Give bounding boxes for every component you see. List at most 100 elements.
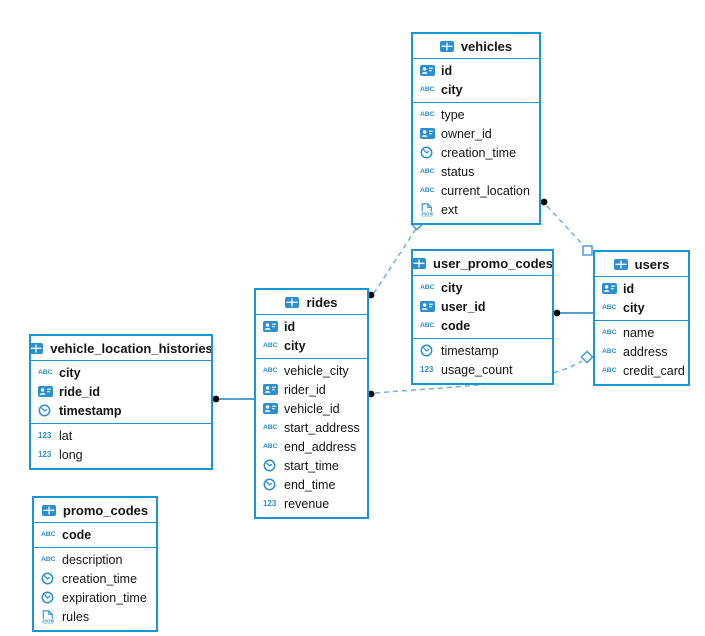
table-name: user_promo_codes	[433, 255, 552, 271]
time-type-icon	[41, 591, 57, 604]
column-name: creation_time	[62, 571, 138, 586]
column-name: vehicle_city	[284, 363, 349, 378]
column-name: ride_id	[59, 384, 100, 399]
column-row: ABC city	[413, 278, 552, 297]
column-name: city	[441, 280, 463, 295]
column-name: rules	[62, 609, 90, 624]
string-type-icon: ABC	[420, 168, 435, 175]
table-icon	[31, 342, 45, 354]
table-icon	[613, 258, 630, 270]
column-name: timestamp	[59, 403, 122, 418]
string-type-icon: ABC	[602, 304, 617, 311]
column-name: id	[284, 319, 296, 334]
column-row: ABC code	[34, 525, 156, 544]
connector-userpromocodes-users	[553, 309, 593, 317]
string-type-icon: ABC	[420, 284, 435, 291]
column-name: id	[623, 281, 635, 296]
column-name: city	[441, 82, 463, 97]
connector-vehicles-users	[540, 198, 593, 256]
column-name: city	[59, 365, 81, 380]
table-name: promo_codes	[62, 502, 149, 518]
column-name: credit_card	[623, 363, 685, 378]
id-type-icon	[263, 321, 279, 332]
string-type-icon: ABC	[602, 348, 617, 355]
string-type-icon: ABC	[38, 369, 53, 376]
svg-text:JSON: JSON	[421, 211, 433, 216]
string-type-icon: ABC	[602, 367, 617, 374]
table-header: users	[595, 252, 688, 277]
json-type-icon: JSON	[420, 202, 436, 217]
time-type-icon	[420, 344, 436, 357]
column-name: ext	[441, 202, 458, 217]
primary-key-section: ABC code	[34, 523, 156, 547]
column-name: code	[441, 318, 471, 333]
column-row: creation_time	[34, 569, 156, 588]
id-type-icon	[263, 403, 279, 414]
column-row: rider_id	[256, 380, 367, 399]
column-row: end_time	[256, 475, 367, 494]
column-name: status	[441, 164, 475, 179]
id-type-icon	[420, 65, 436, 76]
string-type-icon: ABC	[263, 443, 278, 450]
string-type-icon: ABC	[263, 367, 278, 374]
column-row: id	[256, 317, 367, 336]
column-name: revenue	[284, 496, 330, 511]
column-row: ABC city	[31, 363, 211, 382]
column-row: owner_id	[413, 124, 539, 143]
time-type-icon	[41, 572, 57, 585]
number-type-icon: 123	[38, 431, 52, 440]
svg-text:JSON: JSON	[42, 618, 54, 623]
table-name: vehicles	[460, 38, 513, 54]
column-row: creation_time	[413, 143, 539, 162]
column-row: expiration_time	[34, 588, 156, 607]
table-header: vehicles	[413, 34, 539, 59]
table-name: users	[634, 256, 670, 272]
column-name: code	[62, 527, 92, 542]
table-icon	[41, 504, 58, 516]
column-row: ride_id	[31, 382, 211, 401]
number-type-icon: 123	[38, 450, 52, 459]
id-type-icon	[420, 128, 436, 139]
column-name: address	[623, 344, 668, 359]
table-header: user_promo_codes	[413, 251, 552, 276]
column-name: type	[441, 107, 465, 122]
column-name: end_time	[284, 477, 336, 492]
table-icon	[413, 257, 428, 269]
id-type-icon	[38, 386, 54, 397]
time-type-icon	[38, 404, 54, 417]
table-header: rides	[256, 290, 367, 315]
column-name: expiration_time	[62, 590, 147, 605]
column-row: vehicle_id	[256, 399, 367, 418]
column-name: id	[441, 63, 453, 78]
id-type-icon	[420, 301, 436, 312]
time-type-icon	[420, 146, 436, 159]
string-type-icon: ABC	[41, 531, 56, 538]
table-icon	[439, 40, 456, 52]
column-name: user_id	[441, 299, 486, 314]
column-row: start_time	[256, 456, 367, 475]
